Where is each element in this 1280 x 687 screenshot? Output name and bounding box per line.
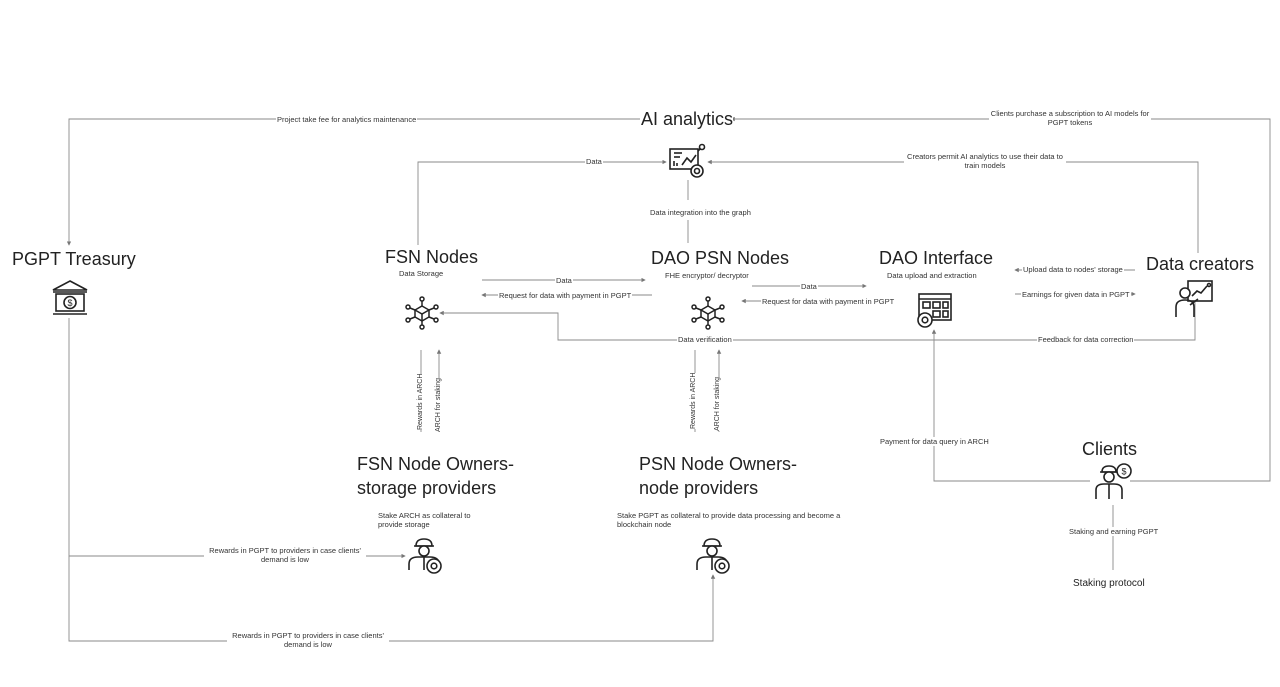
edge-fsn-arch-staking: ARCH for staking — [435, 377, 442, 432]
edge-earnings: Earnings for given data in PGPT — [1021, 290, 1131, 299]
psn-owners-title-line2: node providers — [639, 477, 759, 499]
edge-psn-arch-staking: ARCH for staking — [714, 376, 721, 431]
svg-text:$: $ — [67, 298, 72, 308]
fsn-owner-worker-gear-icon — [406, 537, 444, 575]
edge-rewards-psn-low: Rewards in PGPT to providers in case cli… — [227, 631, 389, 649]
fsn-nodes-title: FSN Nodes — [385, 246, 479, 268]
clients-title: Clients — [1082, 438, 1138, 460]
psn-network-cube-icon — [691, 296, 725, 330]
dao-interface-subtitle: Data upload and extraction — [886, 271, 978, 280]
fsn-network-cube-icon — [405, 296, 439, 330]
edge-psn-rewards-arch: Rewards in ARCH — [690, 372, 697, 429]
dao-psn-nodes-title: DAO PSN Nodes — [651, 247, 790, 269]
edge-staking-earning: Staking and earning PGPT — [1068, 527, 1160, 536]
psn-owners-subtitle: Stake PGPT as collateral to provide data… — [616, 511, 848, 529]
staking-protocol-title: Staking protocol — [1073, 578, 1145, 589]
edge-project-fee: Project take fee for analytics maintenan… — [276, 115, 418, 124]
presenter-chart-icon — [1174, 279, 1214, 319]
dashboard-settings-icon — [915, 292, 953, 330]
fsn-owners-subtitle: Stake ARCH as collateral to provide stor… — [377, 511, 489, 529]
edge-upload-data: Upload data to nodes' storage — [1022, 265, 1124, 274]
analytics-dashboard-icon — [668, 143, 708, 181]
edge-fsn-rewards-arch: Rewards in ARCH — [417, 373, 424, 430]
edge-creators-permit: Creators permit AI analytics to use thei… — [904, 152, 1066, 170]
edge-data-verification: Data verification — [677, 335, 733, 344]
psn-owner-worker-gear-icon — [694, 537, 732, 575]
edge-dao-request: Request for data with payment in PGPT — [761, 297, 896, 306]
edge-fsn-psn-data: Data — [555, 276, 573, 285]
edge-fsn-request: Request for data with payment in PGPT — [498, 291, 633, 300]
ai-analytics-title: AI analytics — [641, 108, 734, 130]
dao-psn-nodes-subtitle: FHE encryptor/ decryptor — [664, 271, 750, 280]
pgpt-treasury-title: PGPT Treasury — [12, 248, 136, 270]
edge-clients-subscription: Clients purchase a subscription to AI mo… — [989, 109, 1151, 127]
svg-text:$: $ — [1121, 467, 1126, 477]
fsn-owners-title-line2: storage providers — [357, 477, 497, 499]
edge-payment-query: Payment for data query in ARCH — [879, 437, 990, 446]
edge-psn-dao-data: Data — [800, 282, 818, 291]
edge-data-fsn-ai: Data — [585, 157, 603, 166]
edge-data-integration: Data integration into the graph — [649, 208, 752, 217]
psn-owners-title-line1: PSN Node Owners- — [639, 453, 798, 475]
fsn-nodes-subtitle: Data Storage — [398, 269, 445, 278]
user-coin-icon: $ — [1094, 462, 1134, 502]
fsn-owners-title-line1: FSN Node Owners- — [357, 453, 515, 475]
dao-interface-title: DAO Interface — [879, 247, 994, 269]
edge-rewards-fsn-low: Rewards in PGPT to providers in case cli… — [204, 546, 366, 564]
data-creators-title: Data creators — [1146, 253, 1255, 275]
bank-icon: $ — [51, 279, 89, 317]
edge-feedback: Feedback for data correction — [1037, 335, 1135, 344]
